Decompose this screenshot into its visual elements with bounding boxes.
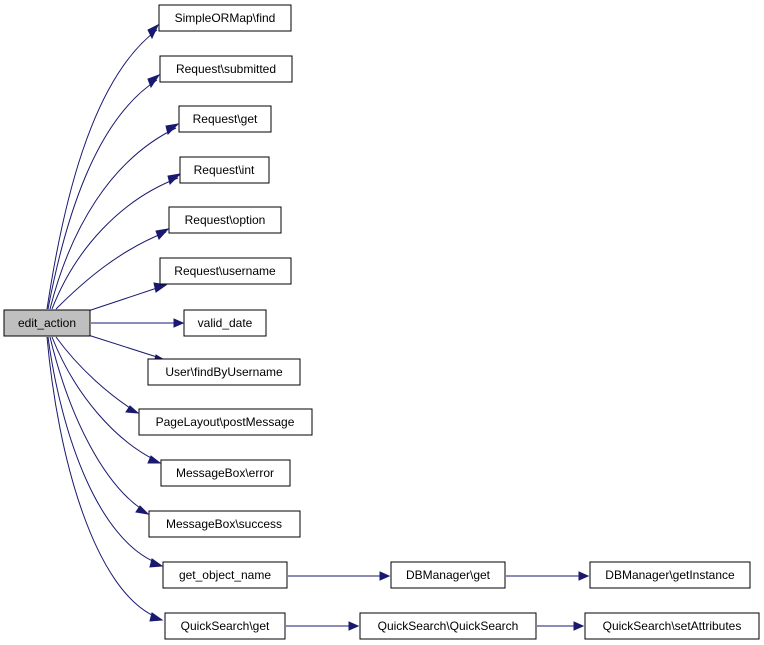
- node-quicksearch-get[interactable]: QuickSearch\get: [164, 612, 286, 640]
- node-label: QuickSearch\setAttributes: [603, 619, 742, 633]
- node-label: Request\option: [185, 213, 266, 227]
- edge-quicksearch-quicksearch-to-quicksearch-setattributes: [537, 621, 585, 631]
- node-label: PageLayout\postMessage: [156, 415, 295, 429]
- node-request-username[interactable]: Request\username: [159, 257, 292, 285]
- node-request-int[interactable]: Request\int: [179, 156, 270, 184]
- node-label: MessageBox\success: [166, 517, 282, 531]
- edge-edit-action-to-messagebox-error: [51, 336, 162, 464]
- node-label: DBManager\getInstance: [605, 568, 735, 582]
- node-simpleormap-find[interactable]: SimpleORMap\find: [158, 4, 292, 32]
- edge-get-object-name-to-dbmanager-get: [288, 571, 391, 581]
- edge-edit-action-to-request-get: [49, 123, 180, 310]
- edge-edit-action-to-messagebox-success: [49, 336, 150, 515]
- edge-edit-action-to-request-option: [55, 228, 170, 310]
- node-label: valid_date: [198, 316, 253, 330]
- node-label: Request\get: [193, 112, 258, 126]
- node-quicksearch-setattributes[interactable]: QuickSearch\setAttributes: [584, 612, 760, 640]
- node-valid-date[interactable]: valid_date: [183, 309, 267, 337]
- node-label: SimpleORMap\find: [175, 11, 276, 25]
- node-quicksearch-quicksearch[interactable]: QuickSearch\QuickSearch: [359, 612, 537, 640]
- node-label: MessageBox\error: [176, 466, 274, 480]
- node-pagelayout-postmessage[interactable]: PageLayout\postMessage: [138, 408, 313, 436]
- node-label: edit_action: [18, 316, 76, 330]
- node-get-object-name[interactable]: get_object_name: [162, 561, 288, 589]
- edge-edit-action-to-request-int: [51, 173, 182, 310]
- edge-edit-action-to-simpleormap-find: [46, 23, 160, 310]
- edge-quicksearch-get-to-quicksearch-quicksearch: [286, 621, 360, 631]
- edge-dbmanager-get-to-dbmanager-getinstance: [506, 571, 590, 581]
- node-label: DBManager\get: [406, 568, 491, 582]
- node-messagebox-error[interactable]: MessageBox\error: [160, 459, 291, 487]
- node-dbmanager-get[interactable]: DBManager\get: [390, 561, 506, 589]
- node-label: get_object_name: [179, 568, 271, 582]
- node-request-submitted[interactable]: Request\submitted: [159, 55, 293, 83]
- node-label: User\findByUsername: [165, 365, 283, 379]
- node-user-findbyusername[interactable]: User\findByUsername: [147, 358, 301, 386]
- edge-edit-action-to-get-object-name: [47, 336, 164, 568]
- edge-edit-action-to-valid-date: [91, 318, 185, 328]
- nodes: edit_action SimpleORMap\find Request\sub…: [3, 4, 760, 640]
- node-label: Request\int: [194, 163, 255, 177]
- node-dbmanager-getinstance[interactable]: DBManager\getInstance: [589, 561, 751, 589]
- node-label: QuickSearch\QuickSearch: [378, 619, 519, 633]
- edge-edit-action-to-quicksearch-get: [46, 336, 164, 622]
- node-edit-action[interactable]: edit_action: [3, 309, 91, 337]
- edge-edit-action-to-request-username: [87, 282, 168, 312]
- edges: [46, 23, 590, 631]
- node-label: QuickSearch\get: [181, 619, 270, 633]
- node-request-option[interactable]: Request\option: [168, 206, 282, 234]
- node-label: Request\username: [174, 264, 276, 278]
- edge-edit-action-to-request-submitted: [47, 74, 161, 310]
- node-messagebox-success[interactable]: MessageBox\success: [148, 510, 301, 538]
- edge-edit-action-to-pagelayout-postmessage: [55, 336, 140, 414]
- node-request-get[interactable]: Request\get: [178, 105, 272, 133]
- node-label: Request\submitted: [176, 62, 276, 76]
